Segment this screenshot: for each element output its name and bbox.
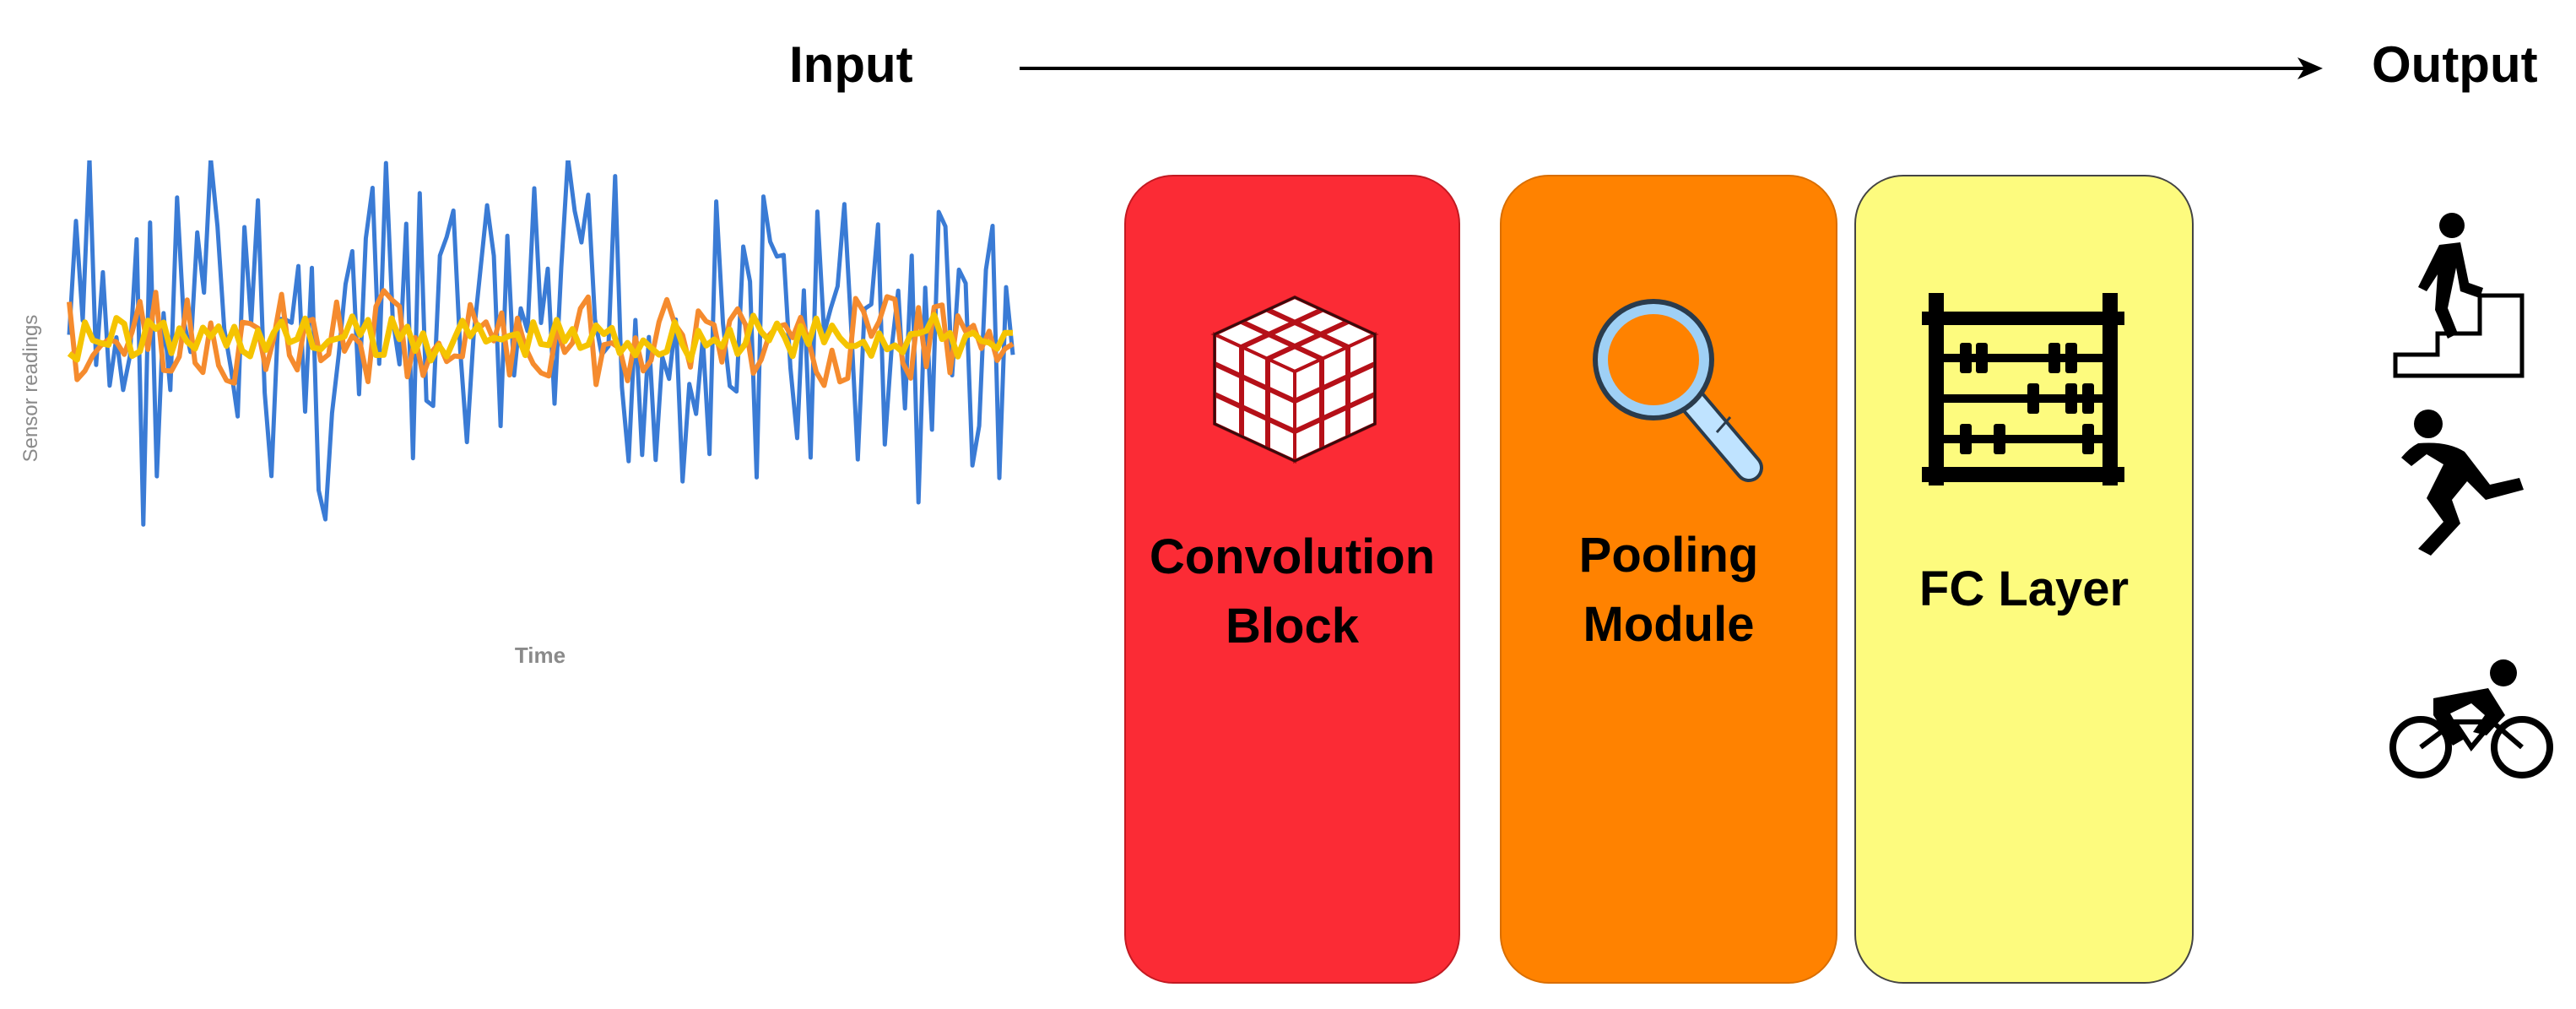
convolution-block: Convolution Block <box>1124 175 1460 984</box>
flow-arrow <box>1020 57 2323 79</box>
pooling-module-block: Pooling Module <box>1500 175 1837 984</box>
convolution-block-line1: Convolution <box>1149 529 1436 584</box>
sensor-series-3 <box>67 312 1013 364</box>
convolution-block-line2: Block <box>1226 599 1359 654</box>
fc-layer-block: FC Layer <box>1854 175 2194 984</box>
pooling-module-line2: Module <box>1583 597 1755 652</box>
pooling-module-line1: Pooling <box>1578 528 1759 583</box>
output-label: Output <box>2372 36 2538 93</box>
cycling-icon <box>2389 659 2553 778</box>
stairs-climbing-icon <box>2393 213 2525 378</box>
sensor-signal-chart: Sensor readings Time <box>19 160 1015 668</box>
input-label: Input <box>789 36 913 93</box>
magnifier-icon <box>1593 299 1763 482</box>
abacus-icon <box>1922 293 2124 486</box>
fc-layer-label: FC Layer <box>1918 561 2130 616</box>
y-axis-label: Sensor readings <box>19 315 42 463</box>
sensor-series-2 <box>67 288 1015 388</box>
rubiks-cube-icon <box>1210 295 1379 464</box>
x-axis-label: Time <box>515 643 566 668</box>
running-icon <box>2401 410 2524 556</box>
